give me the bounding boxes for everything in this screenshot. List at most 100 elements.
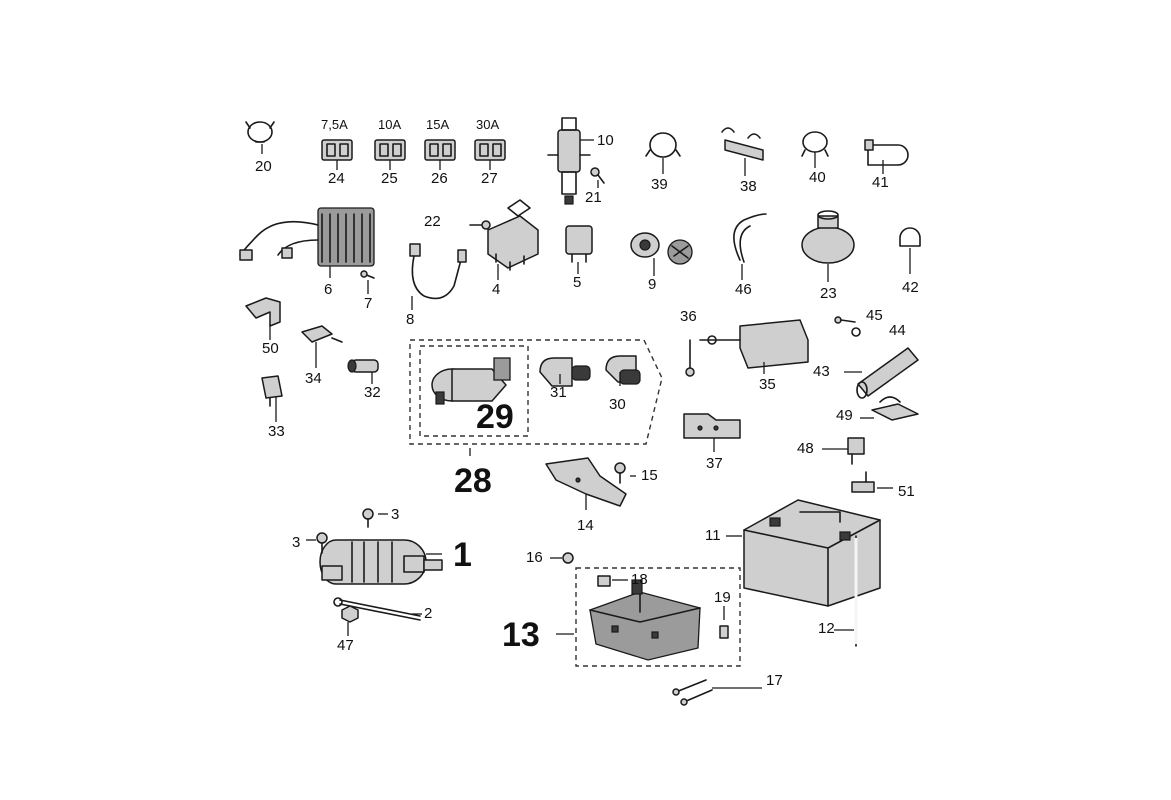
callout-17: 17 (766, 672, 783, 689)
part-22-screw (469, 220, 491, 230)
callout-29: 29 (476, 398, 514, 436)
part-43-sleeve (856, 347, 919, 399)
part-3-screw (362, 508, 374, 528)
callout-31: 31 (550, 384, 567, 401)
callout-9: 9 (648, 276, 657, 293)
part-25-fuse (374, 139, 406, 161)
part-50-bracket (245, 297, 281, 327)
part-14-bracket (545, 457, 627, 507)
leader-lines (261, 139, 911, 689)
callout-3a: 3 (391, 506, 400, 523)
callout-10: 10 (597, 132, 614, 149)
part-34-connector (301, 325, 343, 343)
part-23-horn (801, 210, 855, 264)
callout-41: 41 (872, 174, 889, 191)
callout-34: 34 (305, 370, 322, 387)
callout-47: 47 (337, 637, 354, 654)
part-49-clamp (871, 396, 919, 421)
part-32-socket (347, 359, 379, 373)
part-47-nut (341, 605, 359, 623)
part-36-screw (685, 339, 695, 377)
part-51-terminal (851, 471, 875, 493)
part-19-clip (719, 625, 729, 639)
callout-3b: 3 (292, 534, 301, 551)
callout-48: 48 (797, 440, 814, 457)
callout-1: 1 (453, 536, 472, 574)
callout-14: 14 (577, 517, 594, 534)
callout-35: 35 (759, 376, 776, 393)
part-39-clamp (645, 132, 681, 158)
callout-30: 30 (609, 396, 626, 413)
callout-15: 15 (641, 467, 658, 484)
part-17-screws (672, 679, 713, 706)
part-16-nut (562, 552, 574, 564)
part-13-battery-box (589, 579, 701, 661)
part-18-clip (597, 575, 611, 587)
callout-38: 38 (740, 178, 757, 195)
part-20-clamp (245, 121, 275, 143)
callout-13: 13 (502, 616, 540, 654)
part-3-screw-b (316, 532, 328, 554)
callout-46: 46 (735, 281, 752, 298)
part-5-relay (565, 225, 593, 263)
part-33-bracket (261, 375, 283, 407)
fuse-rating-25: 10A (378, 117, 402, 132)
part-10-relay (547, 117, 591, 205)
part-48-terminal (847, 437, 865, 465)
part-46-cable-tie (733, 213, 767, 263)
callout-45: 45 (866, 307, 883, 324)
callout-50: 50 (262, 340, 279, 357)
callout-27: 27 (481, 170, 498, 187)
callout-23: 23 (820, 285, 837, 302)
callout-28: 28 (454, 462, 492, 500)
callout-32: 32 (364, 384, 381, 401)
part-9-ignition (630, 232, 693, 265)
part-21-screw (590, 167, 605, 184)
callout-51: 51 (898, 483, 915, 500)
part-41-clamp (864, 139, 909, 166)
part-7-screw (360, 270, 375, 279)
part-24-fuse (321, 139, 353, 161)
callout-43: 43 (813, 363, 830, 380)
part-35-relay (699, 319, 809, 369)
part-4-relay (487, 199, 539, 271)
callout-40: 40 (809, 169, 826, 186)
callout-33: 33 (268, 423, 285, 440)
lock-set-28-frame (409, 339, 663, 445)
callout-19: 19 (714, 589, 731, 606)
callout-6: 6 (324, 281, 333, 298)
callout-11: 11 (705, 527, 721, 544)
part-2-cable (333, 597, 421, 621)
part-11-battery (743, 499, 881, 607)
part-42-clip (899, 227, 921, 247)
callout-4: 4 (492, 281, 501, 298)
callout-26: 26 (431, 170, 448, 187)
callout-22: 22 (424, 213, 441, 230)
callout-7: 7 (364, 295, 373, 312)
callout-8: 8 (406, 311, 415, 328)
battery-box-13-frame (575, 567, 741, 667)
part-31-lock (539, 357, 591, 387)
part-1-starter-motor (319, 539, 443, 585)
part-38-bracket (721, 127, 764, 161)
callout-36: 36 (680, 308, 697, 325)
part-30-lock (605, 355, 641, 385)
part-27-fuse (474, 139, 506, 161)
callout-39: 39 (651, 176, 668, 193)
callout-24: 24 (328, 170, 345, 187)
callout-49: 49 (836, 407, 853, 424)
callout-44: 44 (889, 322, 906, 339)
fuse-rating-27: 30A (476, 117, 500, 132)
fuse-rating-24: 7,5A (321, 117, 348, 132)
lock-29-frame (419, 345, 529, 437)
callout-18: 18 (631, 571, 648, 588)
part-29-ignition-lock (431, 357, 511, 405)
callout-16: 16 (526, 549, 543, 566)
fuse-rating-26: 15A (426, 117, 450, 132)
part-26-fuse (424, 139, 456, 161)
callout-21: 21 (585, 189, 602, 206)
part-37-bracket (683, 413, 741, 439)
part-40-clamp (801, 131, 829, 157)
callout-37: 37 (706, 455, 723, 472)
callout-42: 42 (902, 279, 919, 296)
